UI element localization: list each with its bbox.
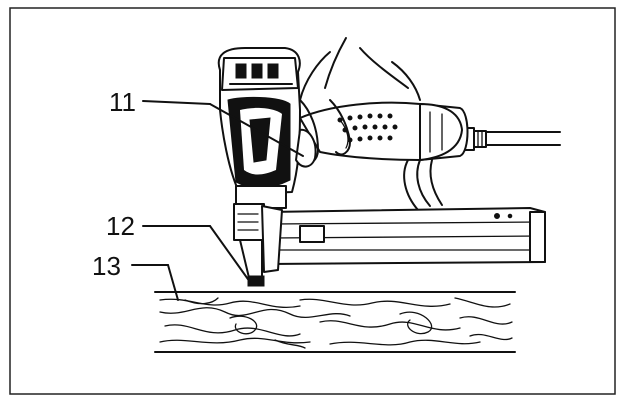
callout-12: 12: [106, 211, 251, 283]
diagram-frame: [9, 7, 616, 395]
callout-13: 13: [92, 251, 179, 301]
callout-11-label: 11: [109, 87, 136, 117]
grip-texture: [337, 113, 398, 143]
callout-11: 11: [109, 87, 304, 157]
callout-12-label: 12: [106, 211, 135, 241]
pneumatic-nailer-illustration: [217, 47, 469, 287]
magazine-illustration: [267, 207, 546, 265]
wood-board-illustration: [154, 291, 516, 353]
operator-hand-illustration: [295, 37, 421, 168]
callout-13-label: 13: [92, 251, 121, 281]
